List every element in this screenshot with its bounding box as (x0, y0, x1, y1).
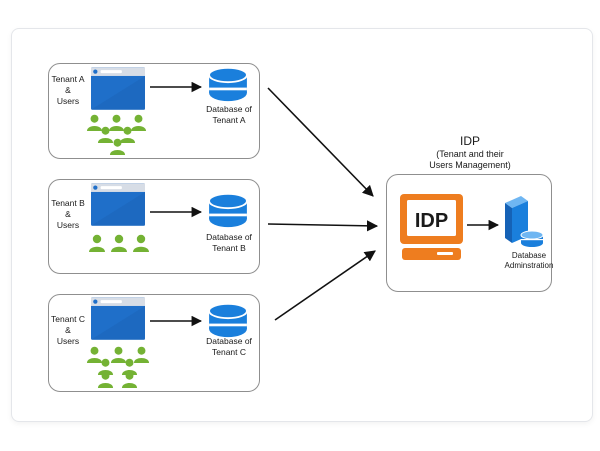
db-admin-label: Database Adminstration (504, 251, 554, 270)
idp-subtitle: (Tenant and their Users Management) (429, 149, 511, 170)
user-icon (133, 346, 150, 363)
idp-title: IDP (459, 134, 480, 148)
idp-computer-icon: IDP (400, 194, 463, 260)
tenant-b-browser-icon (91, 183, 145, 226)
arrow-tenant-a-to-idp (267, 87, 374, 197)
user-icon (133, 234, 149, 252)
tenant-c-db-label: Database of Tenant C (206, 336, 252, 357)
db-admin-server-icon (505, 196, 544, 247)
user-icon (130, 114, 147, 131)
user-icon (111, 234, 127, 252)
user-icon (86, 346, 103, 363)
user-icon (108, 114, 125, 131)
tenant-c-users (86, 346, 150, 388)
tenant-c-browser-icon (91, 297, 145, 340)
user-icon (86, 114, 103, 131)
user-icon (110, 346, 127, 363)
tenant-a-label: Tenant A & Users (51, 74, 85, 106)
tenant-b-database-icon (208, 192, 248, 228)
user-icon (89, 234, 105, 252)
arrow-tenant-c-to-idp (274, 250, 376, 321)
tenant-a-browser-icon (91, 67, 145, 110)
idp-screen-text: IDP (415, 210, 448, 232)
tenant-b-users (89, 234, 149, 252)
tenant-a-database-icon (208, 66, 248, 102)
tenant-c-database-icon (208, 302, 248, 338)
tenant-b-label: Tenant B & Users (51, 198, 85, 230)
tenant-b-db-label: Database of Tenant B (206, 232, 252, 253)
tenant-c-label: Tenant C & Users (50, 314, 86, 346)
tenant-a-db-label: Database of Tenant A (206, 104, 252, 125)
tenant-a-users (86, 114, 147, 155)
arrow-tenant-b-to-idp (267, 220, 379, 232)
